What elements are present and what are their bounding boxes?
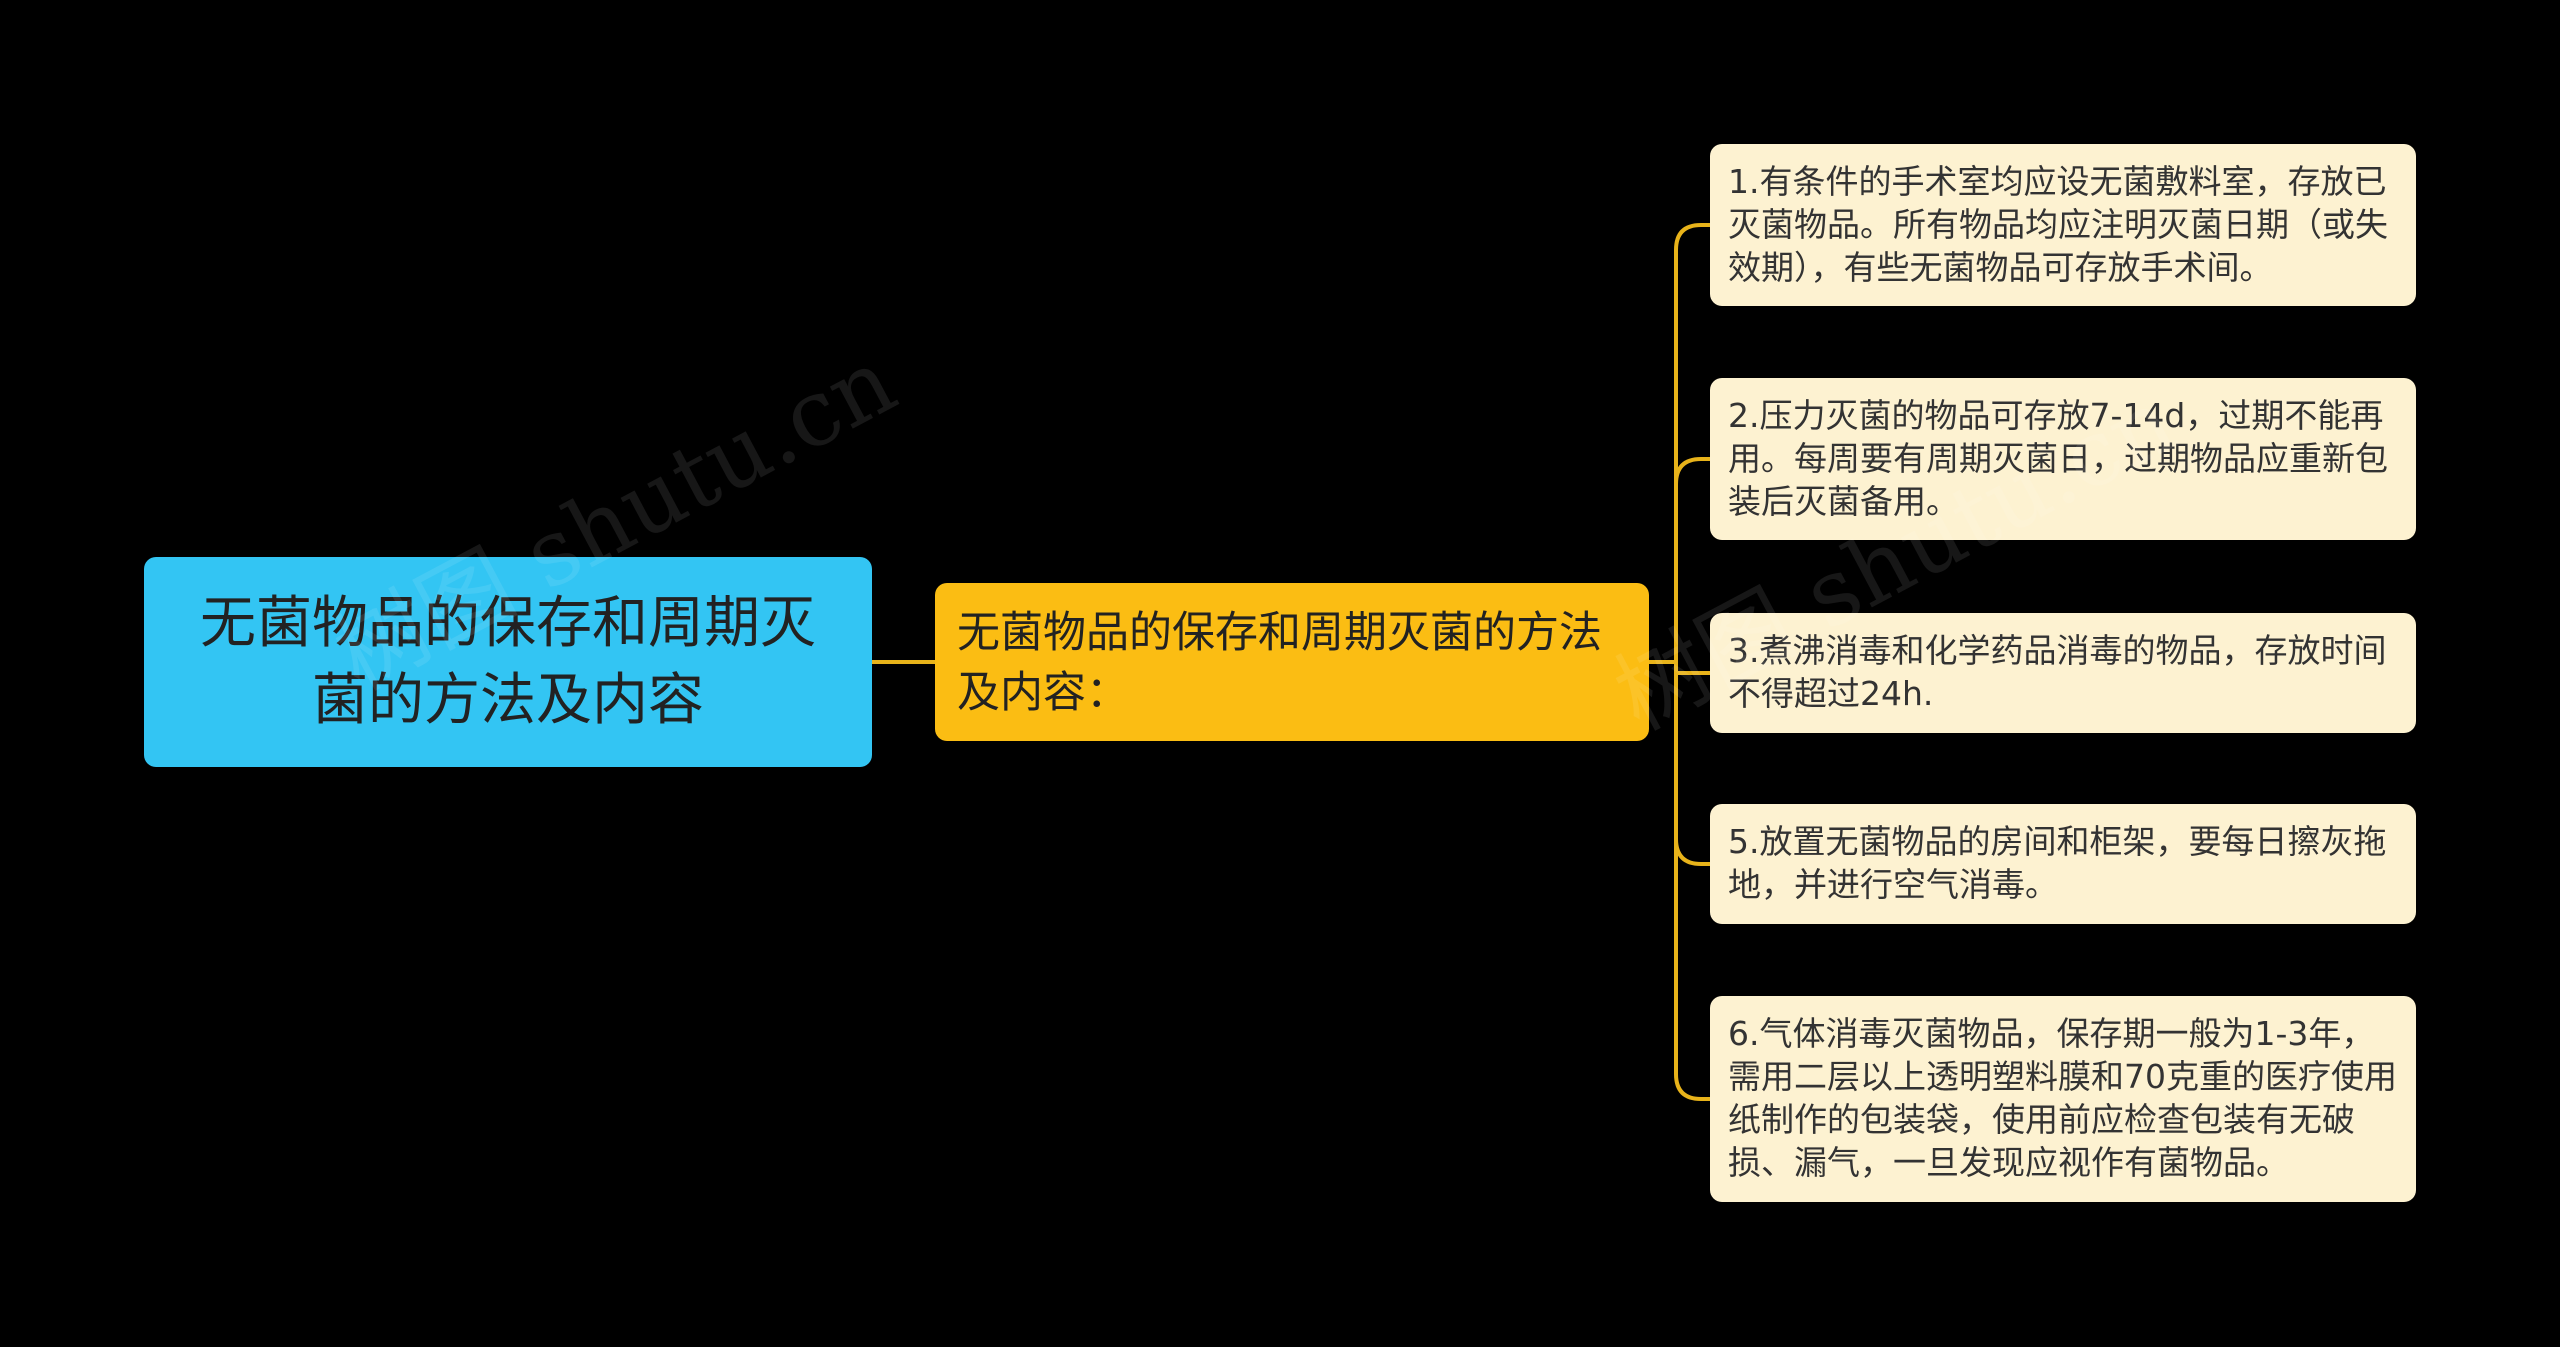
connector-leaf-1	[1674, 223, 1710, 662]
leaf-node-text: 5.放置无菌物品的房间和柜架，要每日擦灰拖地，并进行空气消毒。	[1728, 822, 2387, 904]
root-topic-node[interactable]: 无菌物品的保存和周期灭菌的方法及内容	[144, 557, 872, 767]
leaf-node-2[interactable]: 2.压力灭菌的物品可存放7-14d，过期不能再用。每周要有周期灭菌日，过期物品应…	[1710, 378, 2416, 540]
leaf-node-text: 2.压力灭菌的物品可存放7-14d，过期不能再用。每周要有周期灭菌日，过期物品应…	[1728, 396, 2388, 521]
connector-leaf-4	[1674, 662, 1710, 866]
connector-leaf-2	[1674, 457, 1710, 662]
leaf-node-4[interactable]: 5.放置无菌物品的房间和柜架，要每日擦灰拖地，并进行空气消毒。	[1710, 804, 2416, 924]
leaf-node-text: 1.有条件的手术室均应设无菌敷料室，存放已灭菌物品。所有物品均应注明灭菌日期（或…	[1728, 162, 2388, 287]
connector-leaf-3	[1674, 662, 1710, 675]
leaf-node-text: 3.煮沸消毒和化学药品消毒的物品，存放时间不得超过24h.	[1728, 631, 2387, 713]
leaf-node-5[interactable]: 6.气体消毒灭菌物品，保存期一般为1-3年，需用二层以上透明塑料膜和70克重的医…	[1710, 996, 2416, 1202]
branch-topic-text: 无菌物品的保存和周期灭菌的方法及内容：	[957, 608, 1602, 718]
branch-topic-node[interactable]: 无菌物品的保存和周期灭菌的方法及内容：	[935, 583, 1649, 741]
leaf-node-3[interactable]: 3.煮沸消毒和化学药品消毒的物品，存放时间不得超过24h.	[1710, 613, 2416, 733]
root-topic-text: 无菌物品的保存和周期灭菌的方法及内容	[200, 591, 816, 733]
connector-leaf-5	[1674, 662, 1710, 1101]
leaf-node-text: 6.气体消毒灭菌物品，保存期一般为1-3年，需用二层以上透明塑料膜和70克重的医…	[1728, 1014, 2397, 1182]
leaf-node-1[interactable]: 1.有条件的手术室均应设无菌敷料室，存放已灭菌物品。所有物品均应注明灭菌日期（或…	[1710, 144, 2416, 306]
